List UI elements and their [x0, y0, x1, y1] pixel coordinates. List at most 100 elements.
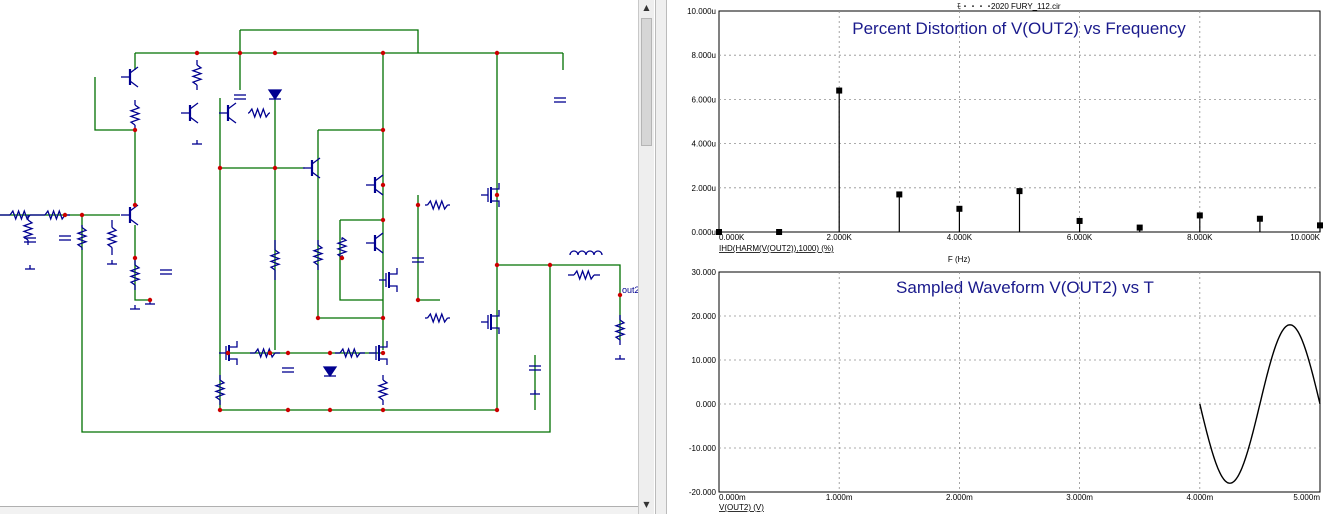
waveform-y-tick-label: -10.000 [689, 444, 717, 453]
junction-node [147, 297, 153, 303]
distortion-y-tick-label: 4.000u [692, 140, 716, 149]
mosfet-source [379, 358, 388, 365]
junction-node [380, 407, 386, 413]
waveform-series-line [1199, 324, 1321, 484]
mosfet-source [491, 327, 500, 334]
distortion-chart-y-expression: IHD(HARM(V(OUT2)),1000) (%) [719, 244, 834, 253]
distortion-bar-marker [1256, 215, 1263, 222]
schematic-bottom-tabs[interactable] [0, 506, 638, 514]
junction-node [272, 50, 278, 56]
junction-node [285, 407, 291, 413]
distortion-bar-marker [1196, 212, 1203, 219]
distortion-x-tick-label: 10.000K [1290, 233, 1320, 242]
wire [219, 98, 497, 411]
resistor-symbol [9, 209, 31, 221]
window-splitter[interactable] [655, 0, 667, 514]
wire [134, 225, 150, 301]
waveform-x-tick-label: 4.000m [1186, 493, 1213, 502]
waveform-chart-series [1199, 324, 1321, 484]
distortion-chart-y-ticks: 0.000u 2.000u 4.000u 6.000u 8.000u 10.000u [687, 7, 716, 237]
junction-node [217, 165, 223, 171]
scroll-up-icon[interactable]: ▲ [643, 3, 650, 12]
distortion-bar-marker [1076, 217, 1083, 224]
resistor-symbol [377, 379, 389, 401]
junction-node [494, 407, 500, 413]
distortion-bar-marker [1016, 188, 1023, 195]
distortion-bar-marker [956, 205, 963, 212]
distortion-bar-marker [836, 87, 843, 94]
waveform-y-tick-label: 10.000 [692, 356, 717, 365]
junction-node [327, 350, 333, 356]
resistor-symbol [214, 379, 226, 401]
distortion-x-tick-label: 4.000K [947, 233, 973, 242]
distortion-y-tick-label: 8.000u [692, 51, 716, 60]
transistor-emitter [189, 116, 199, 124]
schematic-nodes [62, 50, 623, 413]
resistor-symbol [248, 107, 270, 119]
junction-node [415, 202, 421, 208]
schematic-canvas[interactable]: out2 [0, 0, 640, 514]
resistor-symbol [339, 347, 361, 359]
junction-node [380, 217, 386, 223]
mosfet-drain [491, 310, 500, 317]
junction-node [617, 292, 623, 298]
resistor-symbol [336, 236, 348, 259]
junction-node [494, 262, 500, 268]
wire [81, 215, 551, 433]
inductor-coil [569, 250, 603, 256]
junction-node [415, 297, 421, 303]
waveform-y-tick-label: 20.000 [692, 312, 717, 321]
distortion-chart-title: Percent Distortion of V(OUT2) vs Frequen… [852, 19, 1186, 38]
resistor-symbol [106, 226, 118, 249]
scroll-down-icon[interactable]: ▼ [643, 500, 650, 509]
junction-node [380, 182, 386, 188]
transistor-collector [129, 66, 139, 74]
schematic-drawing[interactable]: out2 [0, 0, 640, 506]
distortion-y-tick-label: 2.000u [692, 184, 716, 193]
wire [417, 195, 440, 301]
resistor-symbol [254, 347, 276, 359]
distortion-y-tick-label: 6.000u [692, 95, 716, 104]
mosfet-drain [491, 183, 500, 190]
output-node-label: out2 [622, 285, 638, 295]
junction-node [494, 192, 500, 198]
waveform-chart-frame [718, 271, 1321, 493]
wire [317, 130, 383, 319]
distortion-x-tick-label: 2.000K [827, 233, 853, 242]
waveform-y-tick-label: 0.000 [696, 400, 717, 409]
distortion-y-tick-label: 10.000u [687, 7, 716, 16]
distortion-bar-marker [776, 229, 783, 235]
waveform-chart-title: Sampled Waveform V(OUT2) vs T [896, 278, 1154, 297]
transistor-emitter [374, 188, 384, 196]
resistor-symbol [22, 219, 34, 241]
wire [497, 264, 621, 340]
junction-node [225, 350, 231, 356]
waveform-x-tick-label: 2.000m [946, 493, 973, 502]
diode-symbol [322, 366, 338, 378]
transistor-emitter [129, 218, 139, 226]
junction-node [315, 315, 321, 321]
junction-node [62, 212, 68, 218]
schematic-vertical-scrollbar[interactable]: ▲ ▼ [638, 0, 654, 514]
resistor-symbol [426, 312, 449, 324]
distortion-chart-xlabel: F (Hz) [948, 255, 971, 264]
scroll-thumb[interactable] [641, 18, 652, 146]
distortion-bar-marker [896, 191, 903, 198]
junction-node [132, 127, 138, 133]
mosfet-source [491, 200, 500, 207]
transistor-collector [374, 174, 384, 182]
wire [339, 220, 383, 301]
transistor-collector [189, 102, 199, 110]
resistor-symbol [44, 209, 66, 221]
junction-node [380, 350, 386, 356]
mosfet-drain [379, 341, 388, 348]
resistor-symbol [129, 104, 141, 126]
junction-node [327, 407, 333, 413]
distortion-y-tick-label: 0.000u [692, 228, 716, 237]
schematic-wires [0, 29, 621, 433]
